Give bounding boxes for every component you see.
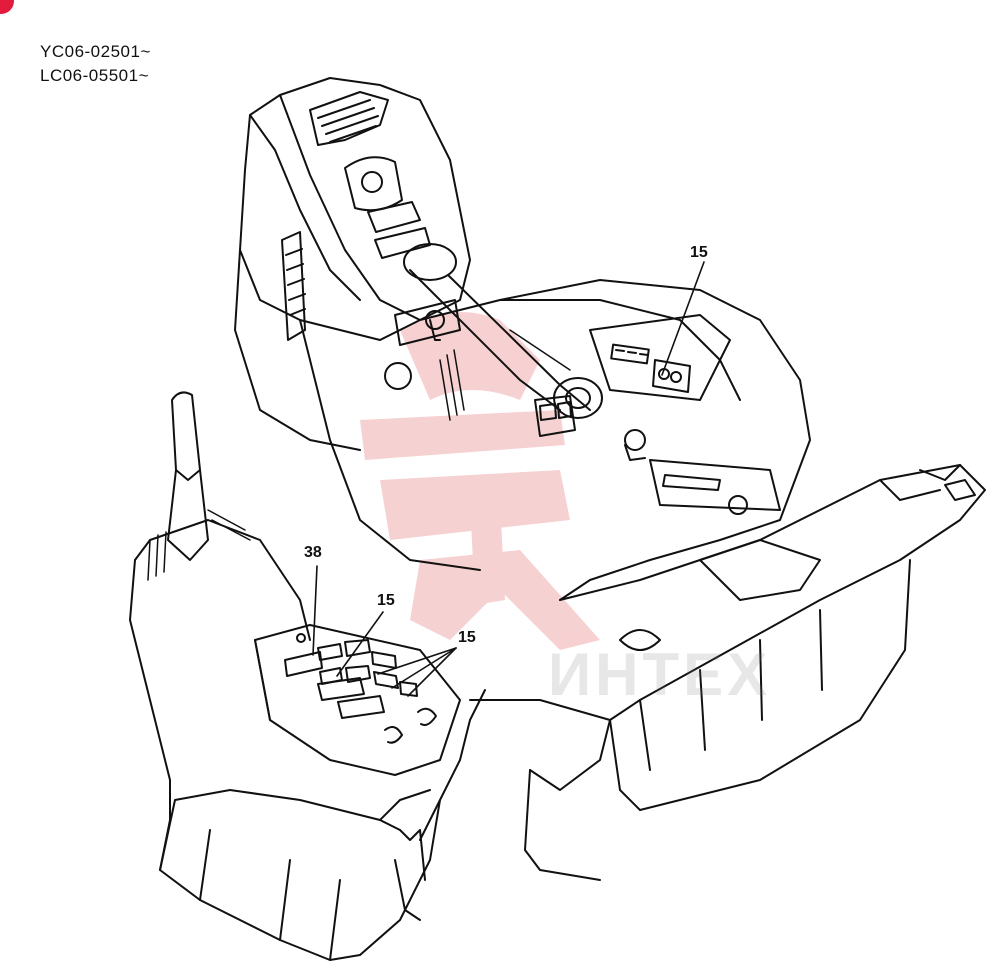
- callout-leaders: [312, 261, 705, 697]
- center-pedestal: [419, 279, 811, 601]
- serial-range-2: LC06-05501~: [40, 66, 150, 85]
- callout-15-right-console: 15: [690, 244, 708, 261]
- serial-range-1: YC06-02501~: [40, 42, 151, 61]
- left-control-console: [129, 391, 461, 961]
- callout-15-left-console-b: 15: [458, 629, 476, 646]
- callout-38-left-console: 38: [304, 544, 322, 561]
- callout-15-left-console-a: 15: [377, 592, 395, 609]
- watermark-emblem: [360, 312, 600, 650]
- floor-duct-assembly: [419, 464, 986, 881]
- watermark-text: ИНТЕХ: [548, 641, 772, 708]
